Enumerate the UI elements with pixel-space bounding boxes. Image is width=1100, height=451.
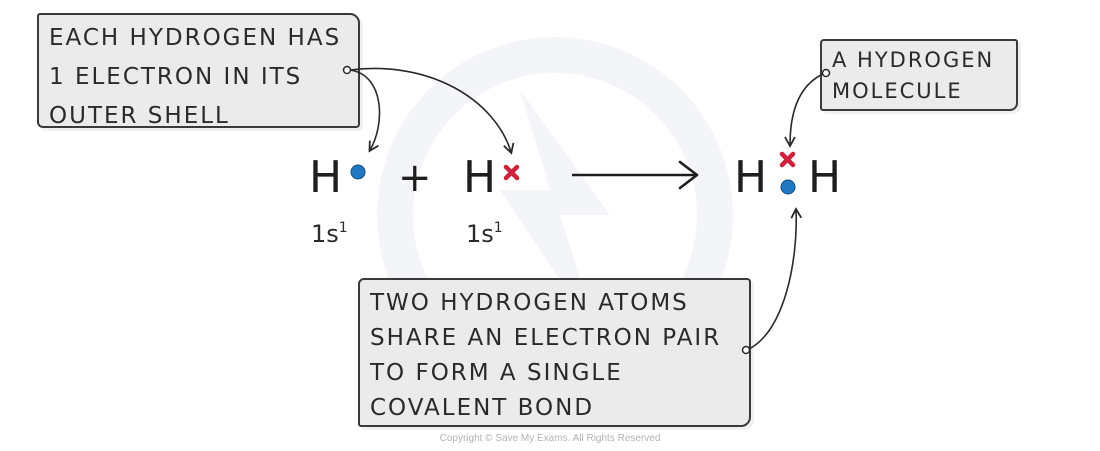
note-each-line-2: 1 ELECTRON IN ITS: [49, 64, 303, 90]
note-two-line-3: TO FORM A SINGLE: [370, 360, 623, 386]
note-hydrogen-molecule: A HYDROGEN MOLECULE: [820, 39, 1018, 111]
product-hydrogen-right: H: [808, 152, 842, 203]
note-each-line-3: OUTER SHELL: [49, 103, 230, 129]
copyright-notice: Copyright © Save My Exams. All Rights Re…: [439, 433, 661, 444]
plus-sign: +: [398, 155, 432, 201]
note-two-line-4: COVALENT BOND: [370, 395, 595, 421]
hydrogen-atom-left: H: [309, 152, 343, 203]
hydrogen-atom-right: H: [463, 152, 497, 203]
note-each-hydrogen: EACH HYDROGEN HAS 1 ELECTRON IN ITS OUTE…: [37, 13, 360, 129]
note-molecule-line-2: MOLECULE: [832, 79, 963, 103]
electron-config-right: 1s1: [466, 216, 503, 246]
electron-cross-right: [503, 164, 520, 181]
note-two-hydrogen-atoms: TWO HYDROGEN ATOMS SHARE AN ELECTRON PAI…: [358, 278, 751, 427]
config-left-text: 1s: [311, 220, 339, 248]
connector-each-to-right-electron: [349, 67, 515, 155]
connector-each-to-left-electron: [342, 65, 381, 153]
connector-two-to-pair: [741, 207, 803, 355]
note-two-line-2: SHARE AN ELECTRON PAIR: [370, 325, 722, 351]
note-each-line-1: EACH HYDROGEN HAS: [49, 25, 342, 51]
connector-molecule-to-pair: [784, 68, 831, 148]
shared-electron-cross: [779, 151, 796, 168]
electron-dot-left: [350, 164, 366, 180]
shared-electron-dot: [780, 179, 796, 195]
reaction-arrow: [572, 160, 699, 190]
product-hydrogen-left: H: [734, 152, 768, 203]
config-right-text: 1s: [466, 220, 494, 248]
electron-config-left: 1s1: [311, 216, 348, 246]
config-right-sup: 1: [493, 220, 503, 236]
config-left-sup: 1: [338, 220, 348, 236]
note-molecule-line-1: A HYDROGEN: [832, 48, 995, 72]
note-two-line-1: TWO HYDROGEN ATOMS: [370, 290, 689, 316]
